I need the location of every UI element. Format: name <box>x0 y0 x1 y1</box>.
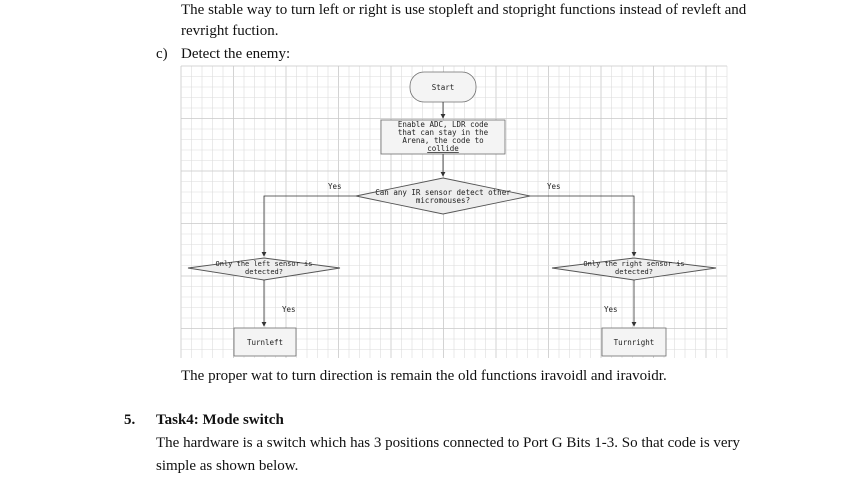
turn-left-box: Turnleft <box>233 327 297 357</box>
section-5-body-line-1: The hardware is a switch which has 3 pos… <box>156 435 741 451</box>
yes-label-left-bottom: Yes <box>282 305 296 314</box>
decision-right-line-2: detected? <box>615 268 653 276</box>
item-c-marker: c) <box>156 46 168 62</box>
decision-main-line-1: Can any IR sensor detect other <box>375 188 511 197</box>
decision-left-line-1: Only the left sensor is <box>216 260 313 268</box>
section-5-body-line-2: simple as shown below. <box>156 458 299 474</box>
flowchart-caption: The proper wat to turn direction is rema… <box>181 368 667 384</box>
section-5-number: 5. <box>124 412 136 428</box>
turn-right-label: Turnright <box>614 338 655 347</box>
decision-left-line-2: detected? <box>245 268 283 276</box>
turn-left-label: Turnleft <box>247 338 283 347</box>
enable-line-3: Arena, the code to <box>402 136 484 145</box>
turn-right-box: Turnright <box>601 327 667 357</box>
yes-label-right-bottom: Yes <box>604 305 618 314</box>
decision-main-line-2: micromouses? <box>416 196 470 205</box>
decision-main: Can any IR sensor detect other micromous… <box>355 177 531 215</box>
start-label: Start <box>432 83 455 92</box>
enable-process-box: Enable ADC, LDR code that can stay in th… <box>380 119 506 155</box>
item-c-text: Detect the enemy: <box>181 46 291 62</box>
yes-label-left-top: Yes <box>328 182 342 191</box>
decision-right-line-1: Only the right sensor is <box>583 260 684 268</box>
enable-line-4: collide <box>427 144 459 153</box>
intro-line-2: revright fuction. <box>181 23 279 39</box>
enable-line-1: Enable ADC, LDR code <box>398 120 489 129</box>
section-5-title: Task4: Mode switch <box>156 412 284 428</box>
decision-right: Only the right sensor is detected? <box>551 257 717 281</box>
enable-line-2: that can stay in the <box>398 128 489 137</box>
intro-line-1: The stable way to turn left or right is … <box>181 2 747 18</box>
yes-label-right-top: Yes <box>547 182 561 191</box>
start-node: Start <box>409 71 477 103</box>
